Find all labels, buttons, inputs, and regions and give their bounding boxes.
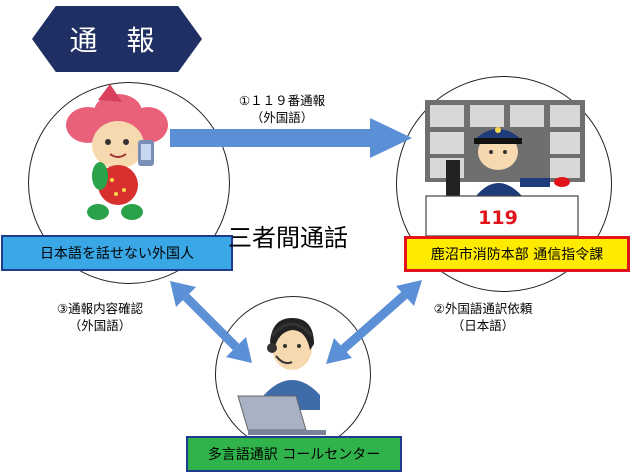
interpret-request-note: ②外国語通訳依頼 （日本語） (418, 300, 548, 334)
arrow-confirm (170, 281, 252, 363)
confirm-note-line1: ③通報内容確認 (56, 301, 144, 316)
call-center-label: 多言語通訳 コールセンター (186, 436, 402, 472)
fire-dept-sign: 119 (478, 207, 518, 229)
arrow-interpret-request (326, 280, 422, 364)
operator-illustration (237, 318, 326, 435)
interpret-request-note-line1: ②外国語通訳依頼 (433, 301, 533, 316)
report-note-line2: （外国語） (250, 110, 314, 125)
page-title: 通 報 (32, 6, 202, 72)
three-way-call-label: 三者間通話 (228, 224, 348, 252)
confirm-note-line2: （外国語） (68, 318, 132, 333)
report-note: ①１１９番通報 （外国語） (222, 92, 342, 126)
fire-dept-label: 鹿沼市消防本部 通信指令課 (404, 236, 630, 272)
arrow-report (170, 118, 412, 158)
interpret-request-note-line2: （日本語） (451, 318, 515, 333)
dispatcher-illustration (425, 100, 585, 237)
report-note-line1: ①１１９番通報 (238, 93, 326, 108)
foreigner-illustration (66, 84, 168, 220)
confirm-note: ③通報内容確認 （外国語） (40, 300, 160, 334)
foreigner-label: 日本語を話せない外国人 (1, 235, 233, 271)
